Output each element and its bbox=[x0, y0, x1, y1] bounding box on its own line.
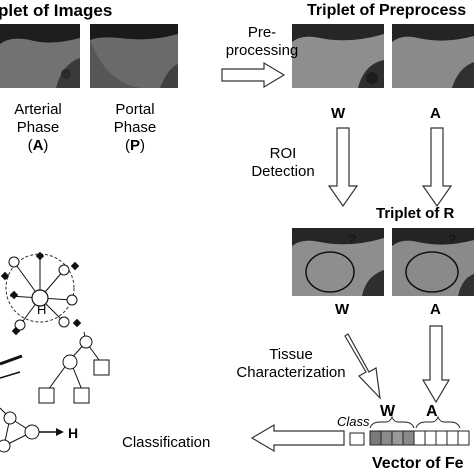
ct-image-portal bbox=[90, 24, 178, 88]
arrow-roi-detection-w bbox=[327, 127, 359, 208]
label-roi-detection-line1: ROI bbox=[269, 145, 297, 162]
caption-portal-phase: Portal Phase (P) bbox=[103, 101, 167, 155]
arrow-tissue-a bbox=[421, 325, 451, 404]
vector-class-label: Class bbox=[337, 414, 370, 429]
roi-marker-w: ? bbox=[348, 231, 356, 247]
vector-w-cells bbox=[369, 430, 415, 446]
vector-a-label: A bbox=[426, 403, 438, 420]
vector-class-cell bbox=[349, 432, 365, 446]
ct-image-preprocessed-a bbox=[392, 24, 474, 88]
arrow-preprocessing bbox=[221, 61, 286, 89]
label-preprocessing-line2: processing bbox=[225, 42, 299, 59]
graph-node-h1-label: H bbox=[37, 302, 47, 317]
caption-portal-line1: Portal bbox=[115, 101, 155, 118]
label-a-preprocessed: A bbox=[430, 105, 441, 122]
caption-arterial-phase: Arterial Phase (A) bbox=[6, 101, 70, 155]
caption-portal-code: (P) bbox=[124, 137, 145, 154]
label-classification: Classification bbox=[122, 434, 211, 451]
label-w-roi: W bbox=[335, 301, 350, 318]
label-tissue-line1: Tissue bbox=[269, 346, 313, 363]
ct-image-preprocessed-w bbox=[292, 24, 384, 88]
arrow-roi-detection-a bbox=[421, 127, 453, 208]
roi-marker-a: ? bbox=[448, 231, 456, 247]
title-vector-of-features: Vector of Fe bbox=[372, 455, 464, 472]
vector-a-cells bbox=[413, 430, 470, 446]
caption-arterial-code: (A) bbox=[27, 137, 49, 154]
label-w-preprocessed: W bbox=[331, 105, 346, 122]
title-triplet-preprocessed: Triplet of Preprocess bbox=[307, 2, 467, 19]
label-a-roi: A bbox=[430, 301, 441, 318]
label-roi-detection-line2: Detection bbox=[251, 163, 315, 180]
ct-image-arterial bbox=[0, 24, 80, 88]
label-roi-detection: ROI Detection bbox=[244, 145, 322, 181]
title-triplet-of-images: plet of Images bbox=[0, 1, 113, 20]
graph-node-h3-label: H bbox=[68, 425, 79, 441]
vector-a-brace bbox=[415, 415, 461, 429]
ct-image-roi-w bbox=[292, 228, 384, 296]
label-preprocessing-line1: Pre- bbox=[247, 24, 277, 41]
title-triplet-roi: Triplet of R bbox=[376, 205, 455, 222]
ct-image-roi-a bbox=[392, 228, 474, 296]
vector-w-brace bbox=[369, 415, 415, 429]
label-tissue-characterization: Tissue Characterization bbox=[236, 346, 346, 382]
arrow-classification bbox=[250, 423, 345, 453]
graph-neighborhood bbox=[0, 251, 82, 336]
graph-tree bbox=[38, 331, 110, 404]
arrow-tissue-w bbox=[344, 333, 381, 400]
graph-edge-strokes bbox=[0, 354, 23, 379]
caption-arterial-line1: Arterial bbox=[14, 101, 62, 118]
vector-w-label: W bbox=[380, 403, 396, 420]
label-preprocessing: Pre- processing bbox=[220, 24, 304, 60]
label-tissue-line2: Characterization bbox=[236, 364, 346, 381]
caption-portal-line2: Phase bbox=[113, 119, 157, 136]
graph-network bbox=[0, 407, 64, 453]
caption-arterial-line2: Phase bbox=[16, 119, 60, 136]
